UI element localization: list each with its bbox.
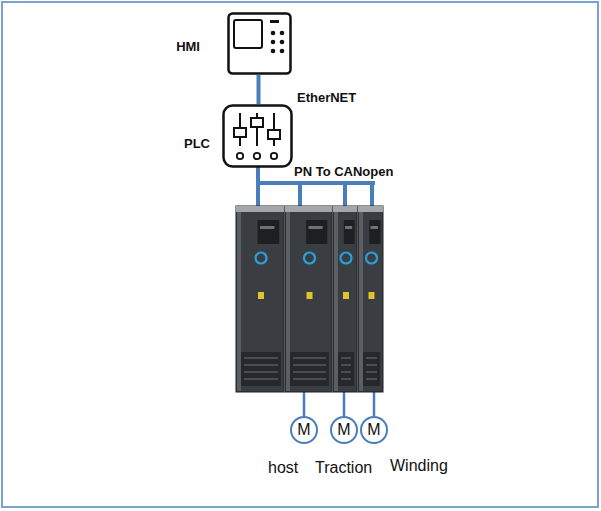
device-label: PLC [184, 136, 210, 151]
motor-symbol: M [367, 422, 380, 438]
bus-label: PN To CANopen [294, 164, 393, 179]
motor-symbol: M [337, 422, 350, 438]
axis-name: Traction [315, 459, 372, 477]
servo-drives [236, 206, 383, 392]
plc-outline [222, 104, 293, 168]
ethernet-link [258, 75, 259, 104]
axis-name: Winding [390, 457, 448, 475]
device-label: HMI [176, 39, 200, 54]
hmi-icon: HMI [227, 12, 292, 75]
axis-name: host [268, 459, 298, 477]
plc-icon: PLC [222, 104, 293, 168]
link-label: EtherNET [297, 90, 356, 105]
motor-cables [304, 392, 374, 416]
motor-circle: MWinding [360, 416, 388, 444]
hmi-outline [227, 12, 292, 75]
motor-circle: MTraction [330, 416, 358, 444]
motor-symbol: M [297, 422, 310, 438]
motor-circle: Mhost [290, 416, 318, 444]
